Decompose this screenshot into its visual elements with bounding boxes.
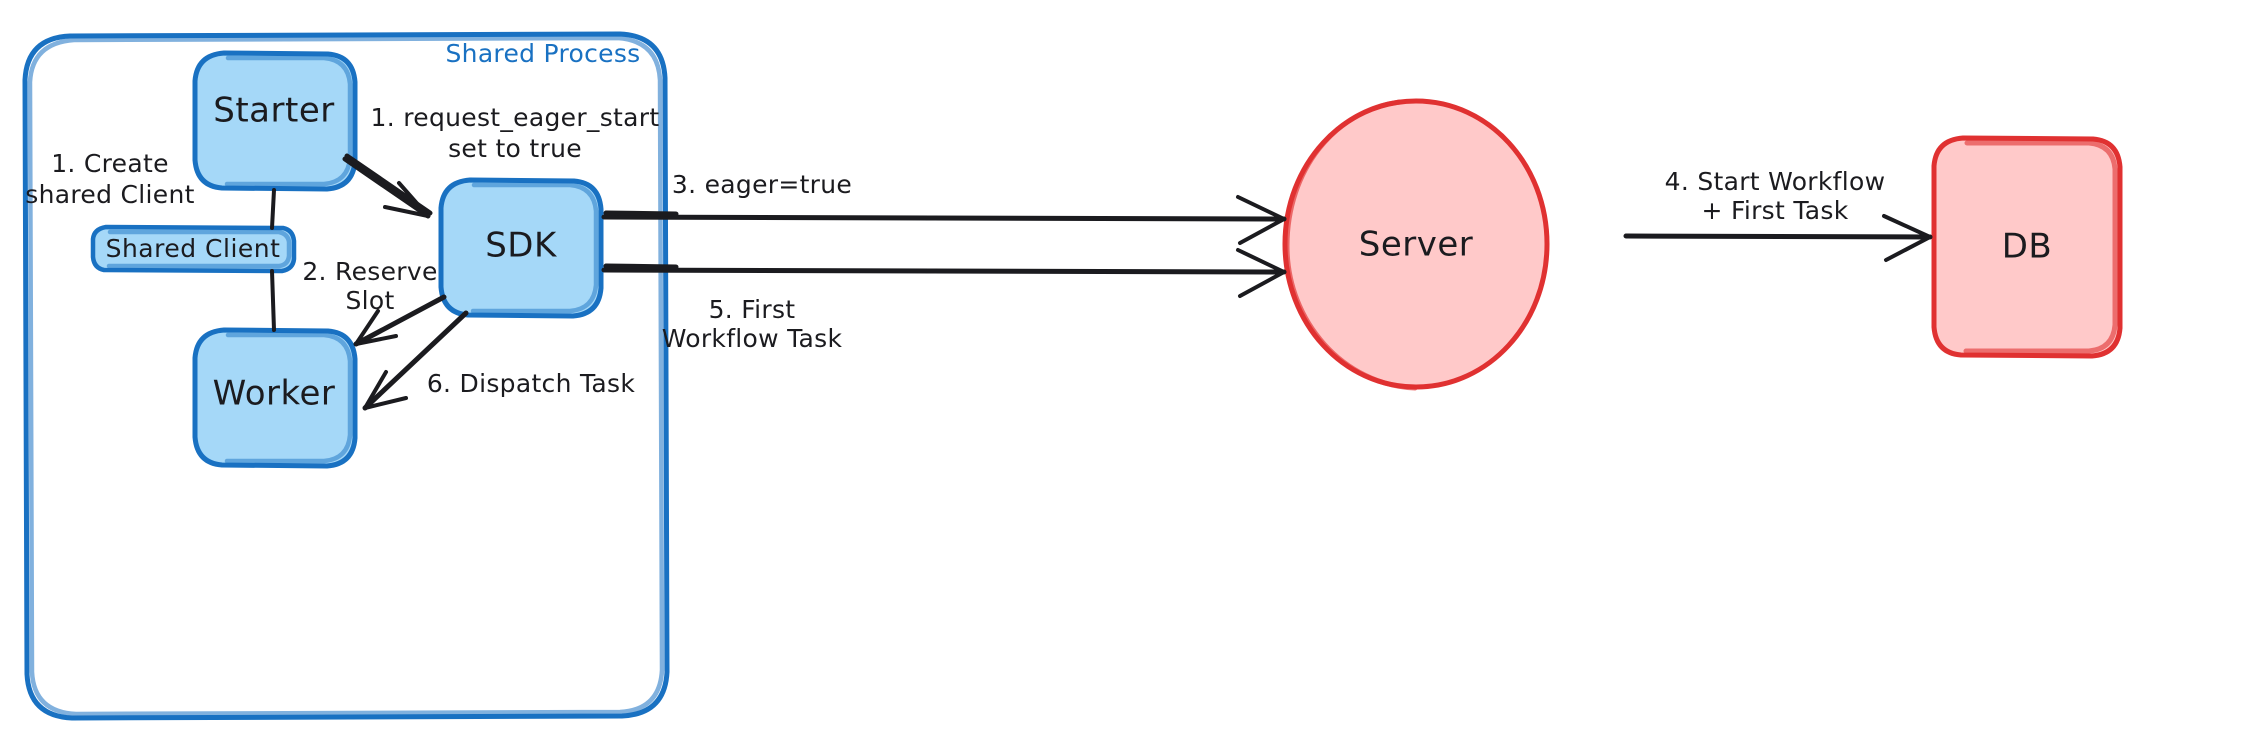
edge-server-db[interactable]: 4. Start Workflow + First Task <box>1623 167 1933 262</box>
edge-sdk-server-first-workflow-task[interactable]: 5. First Workflow Task <box>601 248 1287 353</box>
node-label-starter: Starter <box>213 91 334 131</box>
node-label-worker: Worker <box>213 374 336 414</box>
svg-text:1. Create: 1. Create <box>51 149 169 178</box>
edge-label-eager-true: 3. eager=true <box>672 170 852 199</box>
edge-starter-shared-client[interactable] <box>270 188 276 230</box>
edge-label-first-workflow-task-l2: Workflow Task <box>662 324 843 353</box>
edge-shared-client-worker[interactable] <box>270 269 276 332</box>
node-starter[interactable]: Starter <box>192 50 358 192</box>
edge-label-first-workflow-task-l1: 5. First <box>709 295 796 324</box>
edge-label-request-eager-start-l1: 1. request_eager_start <box>371 103 660 132</box>
edge-sdk-worker-reserve-slot[interactable]: 2. Reserve Slot <box>302 257 447 347</box>
edge-label-start-workflow-l1: 4. Start Workflow <box>1665 167 1886 196</box>
edge-sdk-worker-dispatch-task[interactable]: 6. Dispatch Task <box>362 310 636 411</box>
edge-label-request-eager-start-l2: set to true <box>448 134 582 163</box>
node-server[interactable]: Server <box>1282 98 1550 391</box>
edge-label-reserve-slot-l1: 2. Reserve <box>302 257 437 286</box>
node-db[interactable]: DB <box>1931 135 2123 359</box>
node-label-shared-client: Shared Client <box>106 234 281 263</box>
edge-label-create-shared-client: 1. Create shared Client <box>25 149 194 209</box>
node-label-sdk: SDK <box>485 226 558 266</box>
node-label-db: DB <box>2002 227 2053 267</box>
node-sdk[interactable]: SDK <box>438 177 604 319</box>
node-worker[interactable]: Worker <box>192 327 358 469</box>
svg-text:shared Client: shared Client <box>25 180 194 209</box>
edge-sdk-server-eager[interactable]: 3. eager=true <box>601 170 1287 245</box>
group-title-shared-process: Shared Process <box>446 39 641 68</box>
edge-label-start-workflow-l2: + First Task <box>1701 196 1848 225</box>
node-shared-client[interactable]: Shared Client <box>90 224 297 274</box>
edge-label-dispatch-task: 6. Dispatch Task <box>427 369 636 398</box>
group-shared-process[interactable]: Shared Process <box>22 31 670 721</box>
edge-starter-sdk[interactable]: 1. request_eager_start set to true <box>342 103 660 219</box>
node-label-server: Server <box>1359 225 1474 265</box>
edge-label-reserve-slot-l2: Slot <box>345 286 394 315</box>
